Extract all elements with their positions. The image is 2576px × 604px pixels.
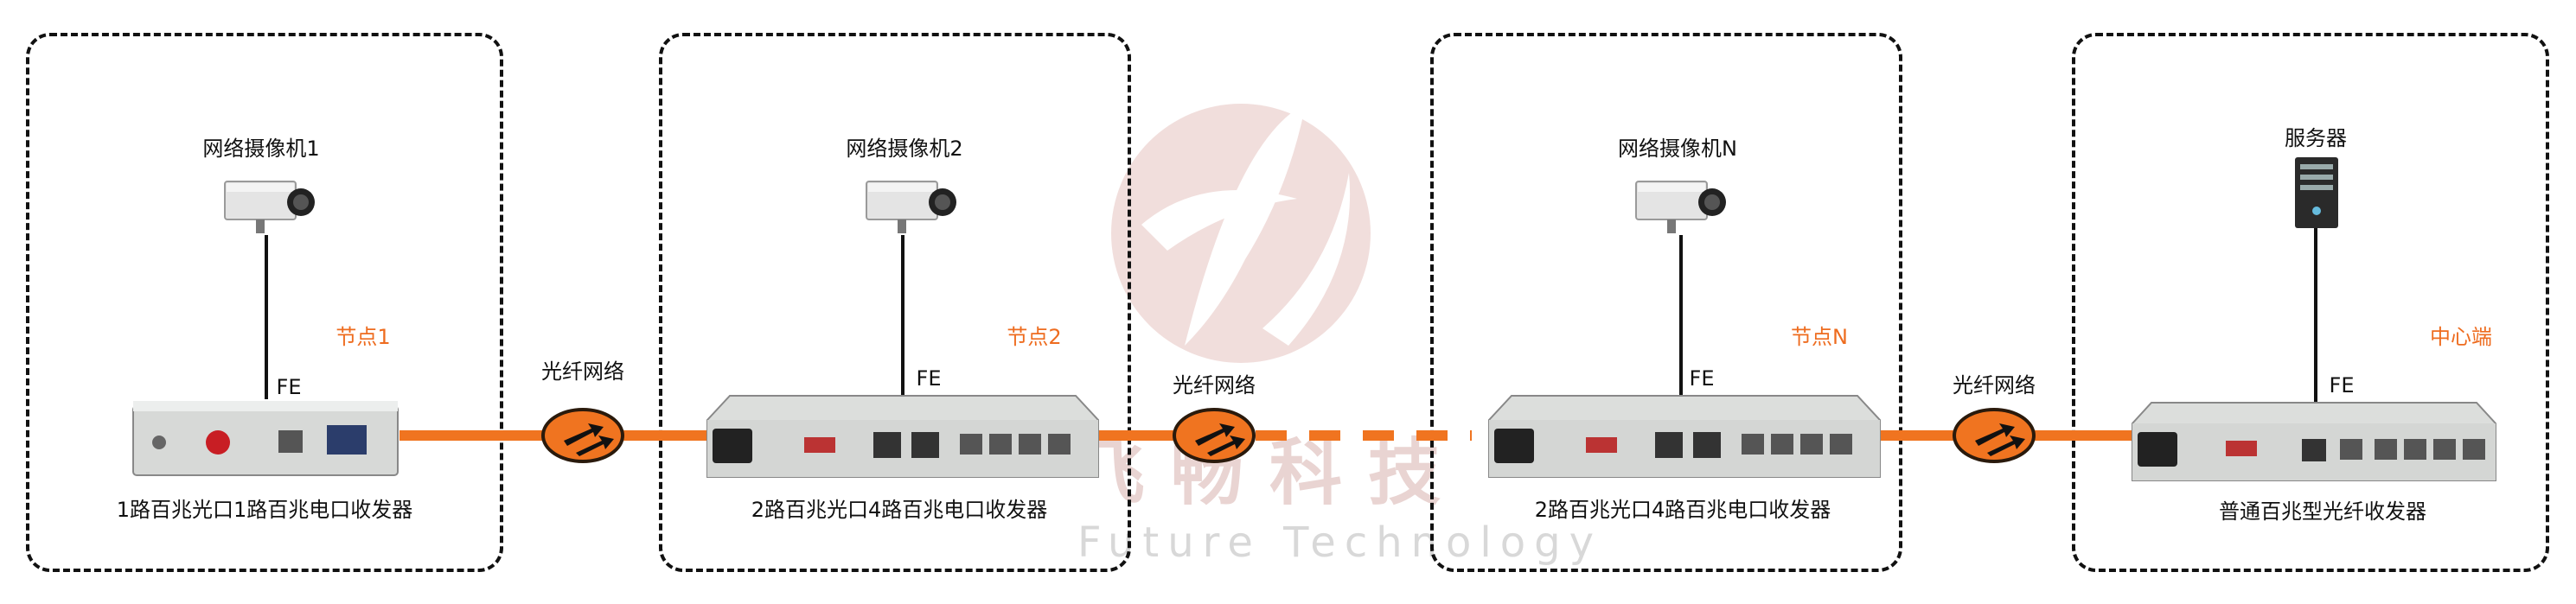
watermark-en-text: Future Technology — [1077, 518, 1602, 567]
camera-label-2: 网络摄像机2 — [846, 137, 963, 161]
fiber-link-3a — [1876, 430, 1956, 441]
server-icon — [2295, 157, 2338, 228]
fiber-network-icon-2 — [1173, 408, 1256, 463]
fe-label-1: FE — [276, 375, 302, 399]
fiber-network-icon-1 — [541, 408, 624, 463]
camera-icon-1 — [224, 181, 315, 233]
link-label-3: 光纤网络 — [1953, 373, 2036, 397]
node-box-4 — [2072, 33, 2549, 572]
link-label-1: 光纤网络 — [541, 359, 624, 384]
watermark-logo — [1111, 104, 1371, 363]
transceiver-1-device — [132, 401, 399, 476]
transceiver-3-device — [1488, 395, 1881, 478]
node-label-2: 节点2 — [1007, 325, 1062, 349]
watermark: 飞畅科技 Future Technology — [1072, 69, 1594, 588]
camera-cable-1 — [265, 235, 268, 399]
fiber-link-1b — [623, 430, 713, 441]
transceiver-4-device — [2132, 402, 2496, 481]
camera-icon-2 — [866, 181, 956, 233]
camera-label-3: 网络摄像机N — [1618, 137, 1737, 161]
fiber-link-2a — [1076, 430, 1179, 441]
node-box-1 — [26, 33, 503, 572]
camera-icon-3 — [1635, 181, 1726, 233]
device-label-3: 2路百兆光口4路百兆电口收发器 — [1534, 498, 1831, 522]
fiber-link-1a — [400, 430, 547, 441]
camera-cable-3 — [1679, 235, 1683, 399]
device-label-4: 普通百兆型光纤收发器 — [2219, 499, 2426, 524]
fe-label-3: FE — [1689, 366, 1715, 391]
fiber-link-3b — [2032, 430, 2136, 441]
node-label-3: 节点N — [1791, 325, 1848, 349]
camera-cable-2 — [901, 235, 904, 399]
node-box-3 — [1430, 33, 1902, 572]
fiber-link-2b — [1256, 430, 1472, 441]
node-box-2 — [659, 33, 1131, 572]
server-label: 服务器 — [2285, 126, 2347, 150]
node-label-1: 节点1 — [336, 325, 391, 349]
node-label-4: 中心端 — [2430, 325, 2492, 349]
server-cable — [2314, 228, 2317, 404]
device-label-1: 1路百兆光口1路百兆电口收发器 — [116, 498, 413, 522]
fiber-network-icon-3 — [1953, 408, 2036, 463]
camera-label-1: 网络摄像机1 — [202, 137, 320, 161]
transceiver-2-device — [706, 395, 1099, 478]
fe-label-4: FE — [2329, 373, 2355, 397]
link-label-2: 光纤网络 — [1173, 373, 1256, 397]
watermark-cn-text: 飞畅科技 — [1072, 430, 1467, 515]
fe-label-2: FE — [916, 366, 942, 391]
device-label-2: 2路百兆光口4路百兆电口收发器 — [751, 498, 1048, 522]
